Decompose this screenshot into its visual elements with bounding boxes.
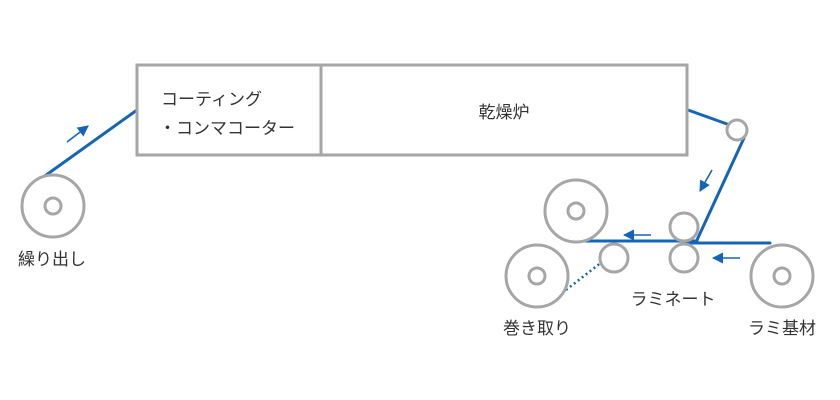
idler-roll xyxy=(725,118,749,142)
rewind-label: 巻き取り xyxy=(503,319,571,339)
dryer-label: 乾燥炉 xyxy=(479,103,530,123)
flow-arrow-descend xyxy=(699,169,713,192)
coater-box xyxy=(135,63,323,157)
rewind-roll xyxy=(504,243,570,309)
web-unwind-to-coater xyxy=(40,108,139,180)
lami-substrate-label: ラミ基材 xyxy=(748,319,816,339)
web-dotted-to-rewind xyxy=(565,257,608,291)
unwind-roll xyxy=(20,173,86,239)
web-dryer-to-idler xyxy=(686,108,729,126)
web-idler-to-nip xyxy=(695,136,746,242)
flow-arrow-unwind xyxy=(66,125,89,143)
coater-label-line2: ・コンマコーター xyxy=(159,119,295,139)
lami-substrate-roll xyxy=(749,243,815,309)
laminate-upper-nip-roll xyxy=(668,211,700,243)
laminate-label: ラミネート xyxy=(631,290,716,310)
coater-label-line1: コーティング xyxy=(161,90,262,110)
unwind-label: 繰り出し xyxy=(18,250,86,270)
laminate-guide-roll xyxy=(598,242,630,274)
upper-large-roll xyxy=(543,178,609,244)
laminate-lower-nip-roll xyxy=(668,242,700,274)
dryer-box xyxy=(319,63,689,157)
